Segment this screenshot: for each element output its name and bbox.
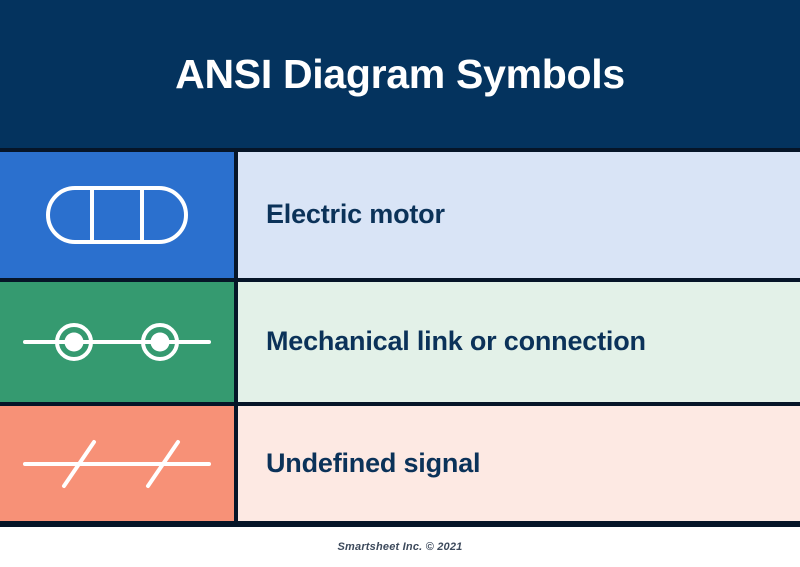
table-row: Undefined signal: [0, 402, 800, 527]
table-row: Mechanical link or connection: [0, 278, 800, 402]
symbol-cell-mechanical-link: [0, 282, 238, 402]
page-title: ANSI Diagram Symbols: [175, 50, 625, 97]
copyright-credit: Smartsheet Inc. © 2021: [337, 541, 463, 553]
symbol-cell-electric-motor: [0, 152, 238, 278]
label-cell-mechanical-link: Mechanical link or connection: [238, 282, 800, 402]
label-cell-undefined-signal: Undefined signal: [238, 406, 800, 521]
header-banner: ANSI Diagram Symbols: [0, 0, 800, 148]
electric-motor-icon: [46, 186, 188, 244]
table-row: Electric motor: [0, 148, 800, 278]
symbol-table: Electric motor Mechanical link or connec…: [0, 148, 800, 527]
row-label: Mechanical link or connection: [266, 326, 646, 357]
mechanical-link-icon: [23, 323, 211, 361]
footer: Smartsheet Inc. © 2021: [0, 527, 800, 567]
row-label: Undefined signal: [266, 447, 481, 478]
undefined-signal-icon: [23, 439, 211, 488]
row-label: Electric motor: [266, 199, 445, 230]
label-cell-electric-motor: Electric motor: [238, 152, 800, 278]
symbol-cell-undefined-signal: [0, 406, 238, 521]
